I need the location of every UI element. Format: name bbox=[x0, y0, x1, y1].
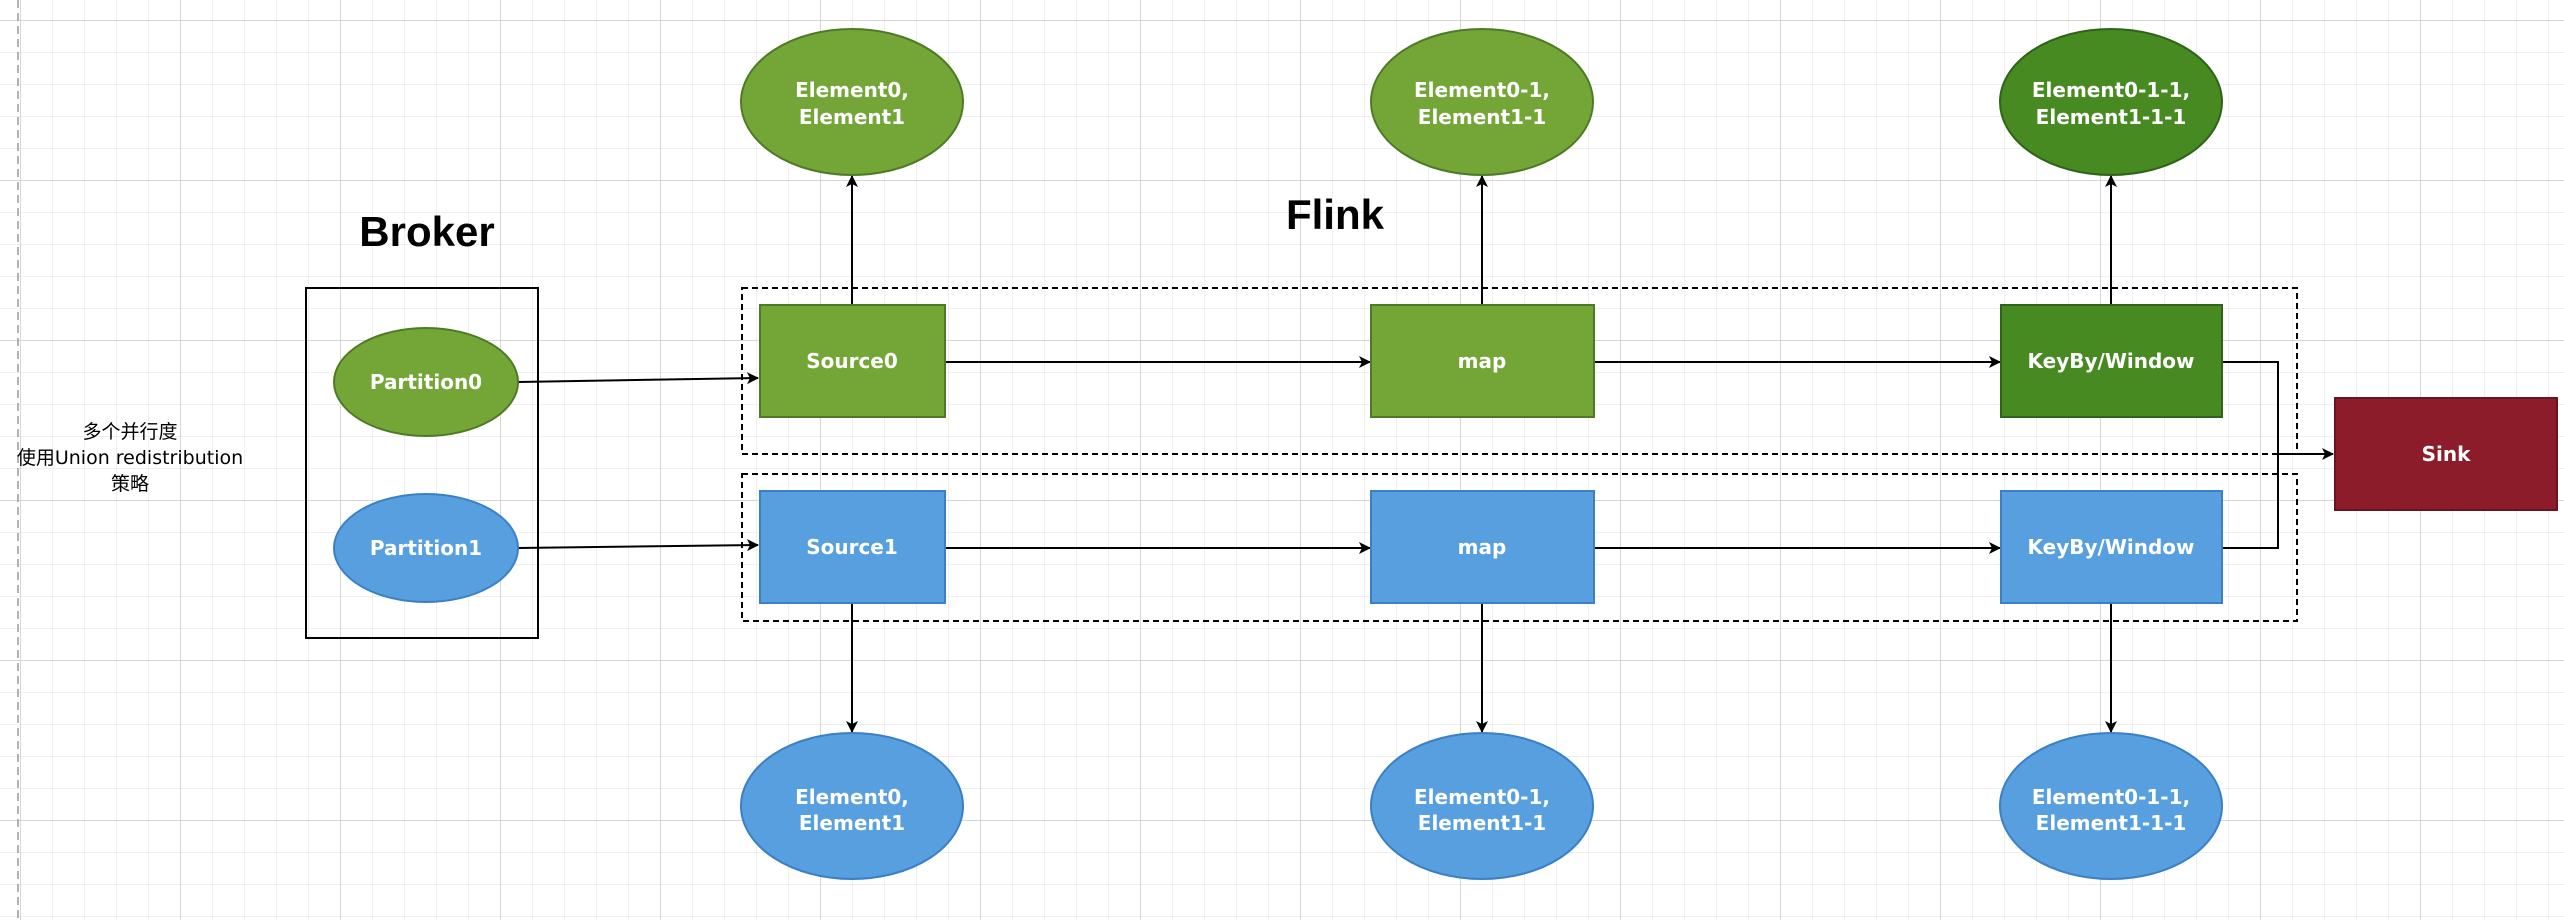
source0-label: Source0 bbox=[806, 349, 898, 373]
map1-output-line-1: Element0-1, bbox=[1414, 785, 1550, 809]
window0-output-line-2: Element1-1-1 bbox=[2036, 105, 2187, 129]
broker-box bbox=[305, 287, 539, 639]
map0-node bbox=[1370, 304, 1595, 418]
partition0-label: Partition0 bbox=[370, 370, 482, 394]
parallelism-note-line-3: 策略 bbox=[111, 473, 149, 495]
edge-partition0-source0 bbox=[517, 372, 759, 385]
map1-output-line-2: Element1-1 bbox=[1418, 811, 1546, 835]
map0-label: map bbox=[1458, 349, 1507, 373]
window1-label: KeyBy/Window bbox=[2027, 535, 2194, 559]
source1-output-line-2: Element1 bbox=[799, 811, 905, 835]
source0-output-node bbox=[740, 28, 964, 176]
window0-output-line-1: Element0-1-1, bbox=[2032, 78, 2190, 102]
partition1-node bbox=[333, 493, 519, 603]
map1-output-node bbox=[1370, 732, 1594, 880]
source0-output-line-2: Element1 bbox=[799, 105, 905, 129]
sink-label: Sink bbox=[2422, 442, 2471, 466]
map0-output-node bbox=[1370, 28, 1594, 176]
window0-output-node bbox=[1999, 28, 2223, 176]
source1-node bbox=[759, 490, 946, 604]
pipeline-container-1 bbox=[741, 473, 2298, 622]
map1-label: map bbox=[1458, 535, 1507, 559]
sink-node bbox=[2334, 397, 2558, 511]
parallelism-note-line-2: 使用Union redistribution bbox=[17, 447, 243, 469]
window1-output-line-1: Element0-1-1, bbox=[2032, 785, 2190, 809]
partition0-node bbox=[333, 327, 519, 437]
source0-node bbox=[759, 304, 946, 418]
partition1-label: Partition1 bbox=[370, 536, 482, 560]
source1-label: Source1 bbox=[806, 535, 898, 559]
broker-title: Broker bbox=[359, 208, 494, 255]
edge-partition1-source1 bbox=[517, 539, 759, 552]
window1-node bbox=[2000, 490, 2223, 604]
edge-windows-merge bbox=[2222, 361, 2279, 549]
window1-output-line-2: Element1-1-1 bbox=[2036, 811, 2187, 835]
source1-output-node bbox=[740, 732, 964, 880]
source0-output-line-1: Element0, bbox=[795, 78, 909, 102]
window0-label: KeyBy/Window bbox=[2027, 349, 2194, 373]
map0-output-line-1: Element0-1, bbox=[1414, 78, 1550, 102]
window0-node bbox=[2000, 304, 2223, 418]
source1-output-line-1: Element0, bbox=[795, 785, 909, 809]
parallelism-note-line-1: 多个并行度 bbox=[82, 421, 177, 443]
map1-node bbox=[1370, 490, 1595, 604]
flink-title: Flink bbox=[1286, 191, 1385, 238]
map0-output-line-2: Element1-1 bbox=[1418, 105, 1546, 129]
window1-output-node bbox=[1999, 732, 2223, 880]
